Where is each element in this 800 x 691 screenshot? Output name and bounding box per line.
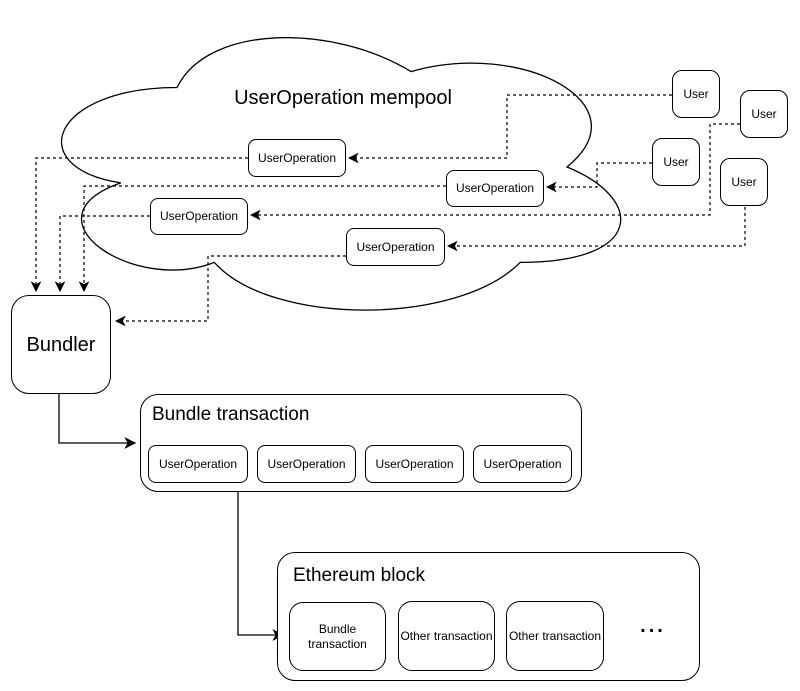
edge-userop-1-to-bundler <box>30 157 248 293</box>
mempool-userop-1: UserOperation <box>248 139 346 177</box>
bundle-transaction-container: Bundle transaction UserOperation UserOpe… <box>140 394 582 492</box>
block-other-transaction-1: Other transaction <box>398 601 495 671</box>
user-node-4: User <box>720 158 768 206</box>
user-node-2: User <box>740 90 788 138</box>
mempool-userop-4: UserOperation <box>346 228 445 266</box>
edge-userop-4-to-bundler <box>114 255 346 327</box>
bundler-node: Bundler <box>11 295 111 394</box>
ethereum-block-container: Ethereum block Bundle transaction Other … <box>277 552 700 681</box>
block-other-transaction-2: Other transaction <box>506 601 604 671</box>
bundle-transaction-title: Bundle transaction <box>152 404 310 425</box>
more-transactions-ellipsis: ... <box>640 615 666 637</box>
edge-userop-2-to-bundler <box>78 185 446 293</box>
user-node-3: User <box>652 138 700 186</box>
edge-user-3-to-userop-2 <box>545 162 652 193</box>
edge-user-2-to-userop-3 <box>249 123 740 221</box>
mempool-userop-2: UserOperation <box>446 170 544 207</box>
mempool-title: UserOperation mempool <box>234 87 452 109</box>
edge-bundle-transaction-to-ethereum-block <box>237 492 285 641</box>
block-bundle-transaction: Bundle transaction <box>289 602 386 671</box>
edge-user-4-to-userop-4 <box>446 207 746 252</box>
edge-userop-3-to-bundler <box>54 215 150 293</box>
bundle-userop-4: UserOperation <box>473 445 572 483</box>
mempool-userop-3: UserOperation <box>150 198 248 235</box>
ethereum-block-title: Ethereum block <box>293 565 426 586</box>
bundle-userop-3: UserOperation <box>365 445 464 483</box>
bundle-userop-1: UserOperation <box>148 445 248 483</box>
user-node-1: User <box>672 70 720 118</box>
edge-bundler-to-bundle-transaction <box>58 394 137 449</box>
edge-user-1-to-userop-1 <box>347 94 672 164</box>
bundle-userop-2: UserOperation <box>257 445 356 483</box>
